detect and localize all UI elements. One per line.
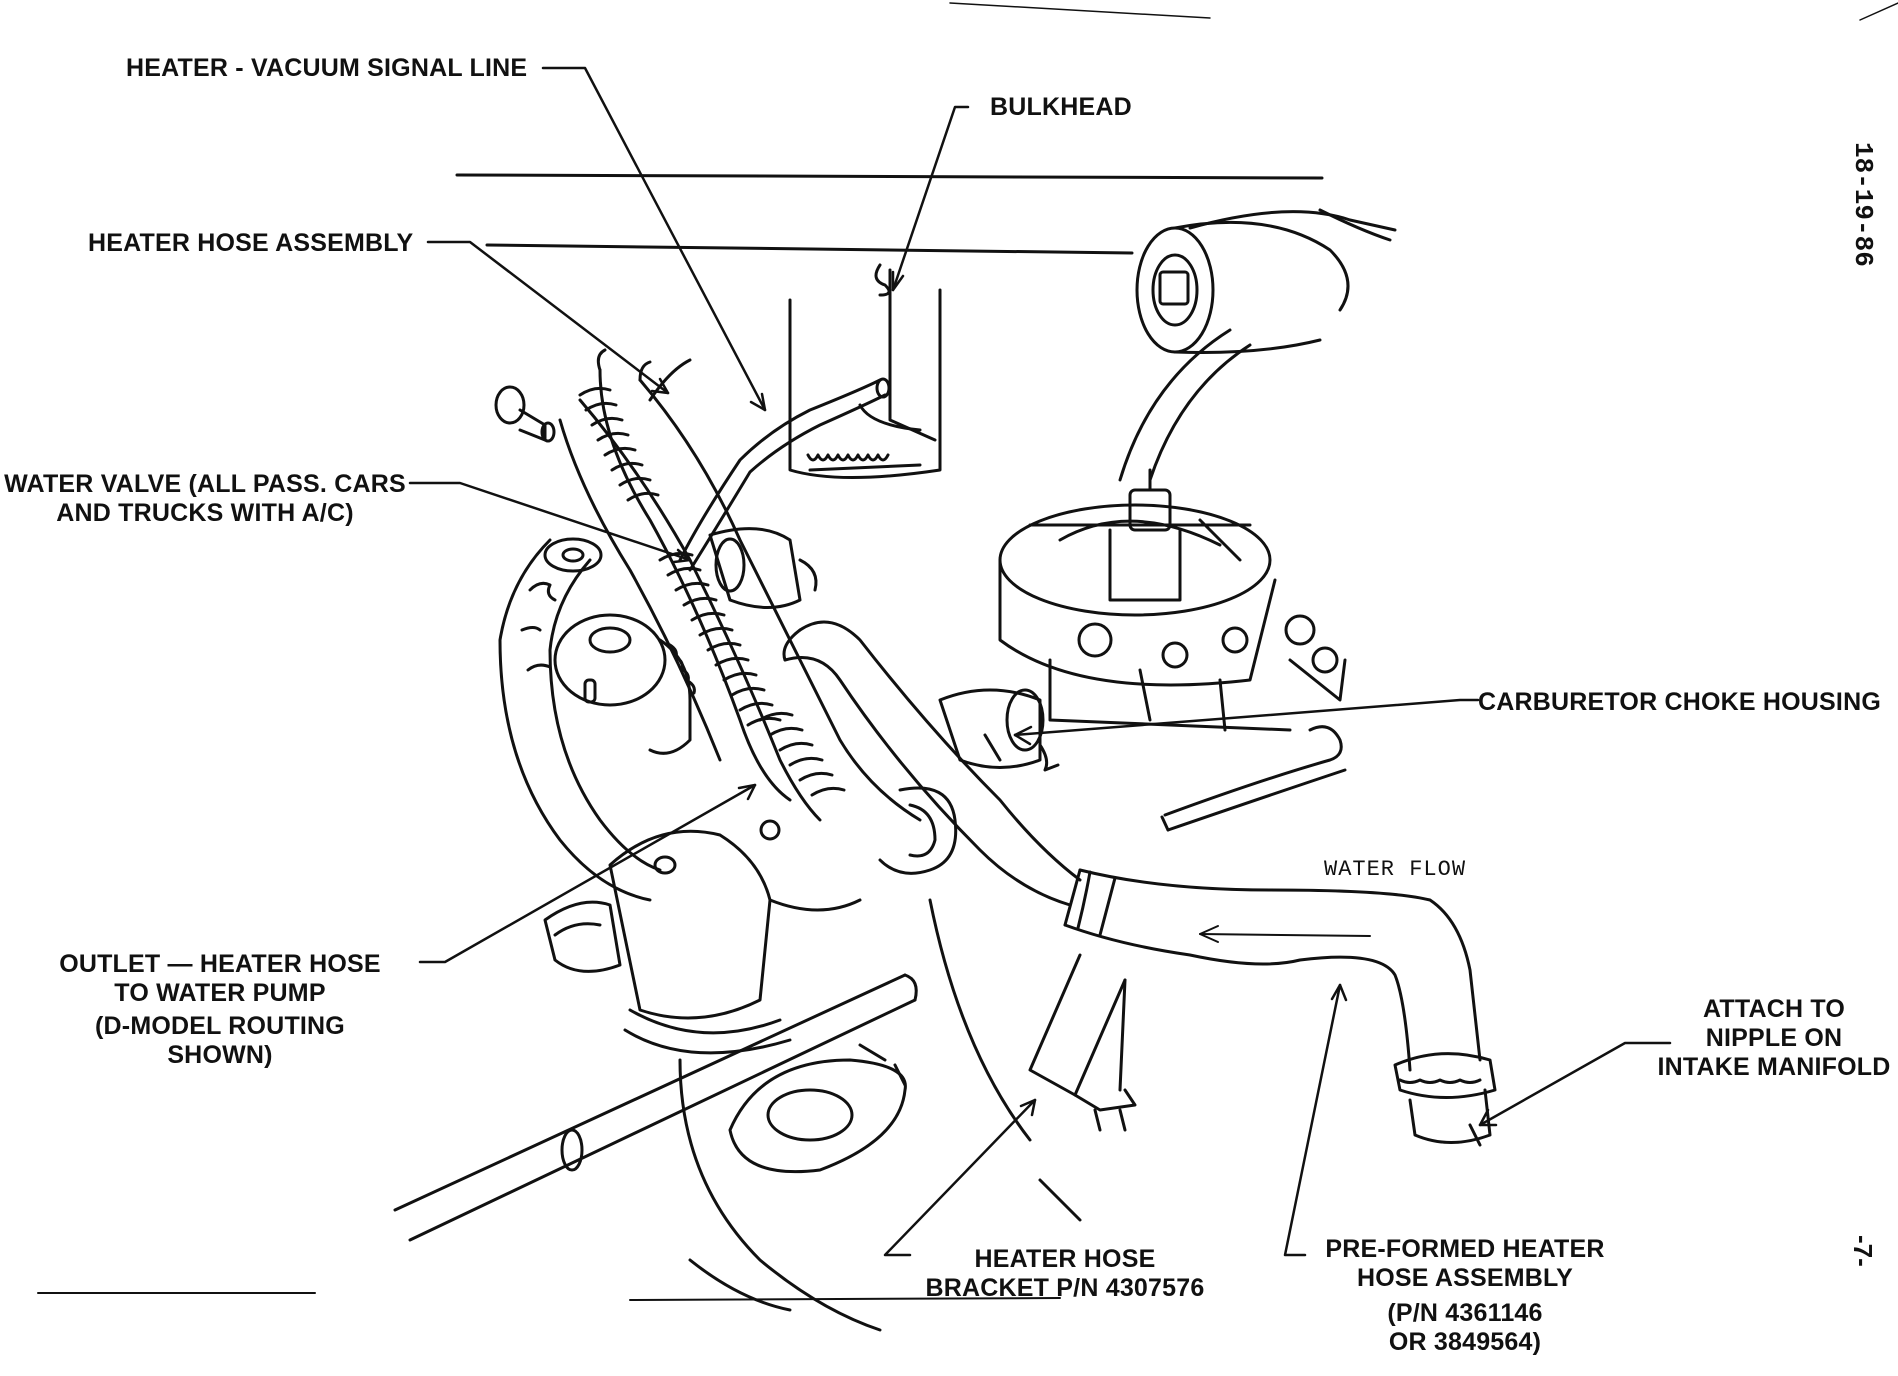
carburetor <box>998 468 1347 732</box>
bracket-line-2: BRACKET P/N 4307576 <box>925 1274 1205 1302</box>
label-water-valve: WATER VALVE (ALL PASS. CARS AND TRUCKS W… <box>0 470 410 528</box>
left-bypass-hose <box>498 537 662 902</box>
water-valve-line-1: WATER VALVE (ALL PASS. CARS <box>4 470 406 498</box>
preformed-line-3: (P/N 4361146 <box>1387 1299 1543 1327</box>
outlet-line-3: (D-MODEL ROUTING <box>95 1012 345 1040</box>
bracket-line-1: HEATER HOSE <box>974 1245 1156 1273</box>
water-valve-line-2: AND TRUCKS WITH A/C) <box>56 499 354 527</box>
preformed-line-2: HOSE ASSEMBLY <box>1356 1264 1574 1292</box>
radiator-cap <box>728 1043 907 1174</box>
outlet-line-4: SHOWN) <box>167 1041 273 1069</box>
water-pump-outlet <box>543 819 862 1055</box>
water-valve <box>708 527 818 609</box>
lower-tube <box>393 973 918 1242</box>
label-water-flow: WATER FLOW <box>1324 857 1467 882</box>
vacuum-signal-line <box>678 377 891 572</box>
preformed-hose <box>1063 868 1482 1072</box>
bulkhead-outline <box>455 173 1324 479</box>
label-preformed-hose-assembly: PRE-FORMED HEATER HOSE ASSEMBLY (P/N 436… <box>1300 1235 1630 1357</box>
corrugated-heater-hoses <box>558 348 958 875</box>
document-number: 18-19-86 <box>1848 142 1878 267</box>
hose-clamp <box>1393 1052 1497 1147</box>
attach-line-1: ATTACH TO <box>1702 995 1846 1023</box>
vacuum-hose-right <box>1118 328 1252 482</box>
label-vacuum-signal-line: HEATER - VACUUM SIGNAL LINE <box>126 54 528 82</box>
preformed-line-4: OR 3849564) <box>1388 1328 1542 1356</box>
canister-cylinder <box>1135 208 1397 354</box>
bolt <box>494 385 556 443</box>
label-carburetor-choke-housing: CARBURETOR CHOKE HOUSING <box>1478 688 1881 716</box>
label-bulkhead: BULKHEAD <box>990 93 1132 121</box>
rod <box>1160 725 1347 832</box>
attach-line-2: NIPPLE ON <box>1705 1024 1843 1052</box>
outlet-line-2: TO WATER PUMP <box>114 979 326 1007</box>
outlet-line-1: OUTLET — HEATER HOSE <box>59 950 381 978</box>
attach-line-3: INTAKE MANIFOLD <box>1657 1053 1891 1081</box>
page-mark: -7- <box>1848 1235 1878 1267</box>
label-attach-to-nipple: ATTACH TO NIPPLE ON INTAKE MANIFOLD <box>1650 995 1898 1082</box>
label-heater-hose-bracket: HEATER HOSE BRACKET P/N 4307576 <box>900 1245 1230 1303</box>
hose-bracket <box>1028 953 1137 1132</box>
distributor-cap <box>553 613 696 755</box>
leader-lines <box>408 66 1672 1257</box>
choke-housing <box>938 688 1060 772</box>
label-heater-hose-assembly: HEATER HOSE ASSEMBLY <box>88 229 414 257</box>
preformed-line-1: PRE-FORMED HEATER <box>1325 1235 1605 1263</box>
body-lines <box>37 2 1898 1332</box>
label-outlet: OUTLET — HEATER HOSE TO WATER PUMP (D-MO… <box>40 950 400 1070</box>
smooth-heater-hose <box>782 620 1082 907</box>
